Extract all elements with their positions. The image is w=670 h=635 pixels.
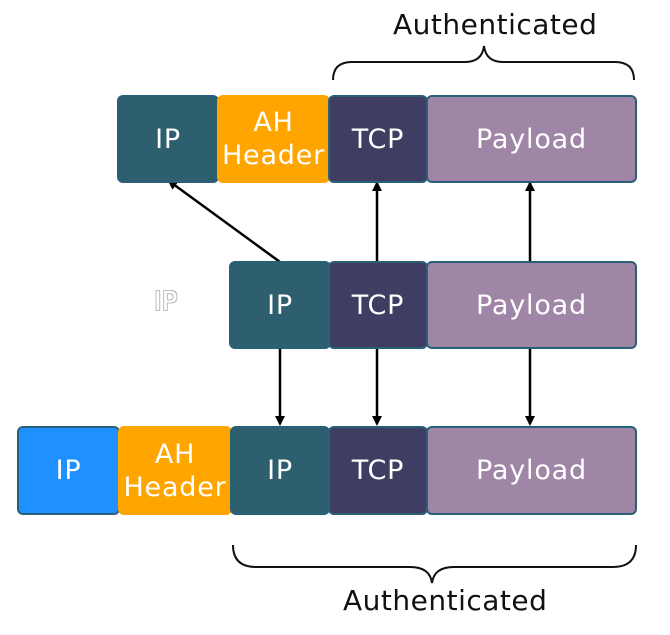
tunnel-new-ip-label: IP	[55, 455, 82, 486]
transport-tcp-label: TCP	[351, 123, 405, 155]
tunnel-tcp-segment: TCP	[328, 426, 428, 515]
original-tcp-segment: TCP	[328, 261, 428, 349]
tunnel-ah-label-line2: Header	[123, 471, 227, 503]
arrow-ip-to-transport-ip	[167, 179, 281, 264]
tunnel-new-ip-segment: IP	[17, 426, 120, 515]
original-ip-segment: IP	[229, 261, 331, 349]
tunnel-inner-ip-label: IP	[267, 455, 293, 486]
tunnel-payload-label: Payload	[476, 455, 587, 486]
transport-tcp-segment: TCP	[328, 95, 428, 183]
bottom-authenticated-label: Authenticated	[343, 584, 548, 617]
transport-ip-segment: IP	[117, 95, 219, 183]
tunnel-ah-label-line1: AH	[154, 438, 196, 470]
top-authenticated-brace	[332, 45, 635, 81]
original-tcp-label: TCP	[351, 289, 405, 321]
ghost-ip-label: IP	[154, 287, 178, 317]
original-payload-segment: Payload	[426, 261, 637, 349]
top-authenticated-label: Authenticated	[393, 8, 598, 41]
tunnel-tcp-label: TCP	[351, 455, 405, 486]
tunnel-ah-header-segment: AH Header	[118, 426, 232, 515]
transport-payload-segment: Payload	[426, 95, 637, 183]
transport-payload-label: Payload	[476, 123, 587, 155]
tunnel-payload-segment: Payload	[426, 426, 637, 515]
bottom-authenticated-brace	[232, 544, 637, 584]
transport-ah-header-segment: AH Header	[217, 95, 330, 183]
tunnel-inner-ip-segment: IP	[230, 426, 330, 515]
transport-ah-label-line1: AH	[253, 107, 294, 138]
transport-ah-label-line2: Header	[221, 140, 326, 171]
transport-ip-label: IP	[155, 123, 181, 155]
original-payload-label: Payload	[476, 289, 587, 321]
original-ip-label: IP	[267, 289, 293, 321]
